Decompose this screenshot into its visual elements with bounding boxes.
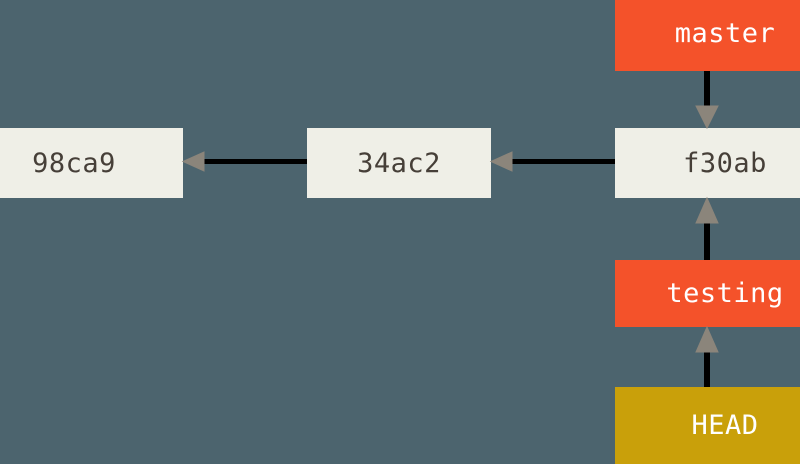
- branch-node-testing[interactable]: testing: [615, 260, 800, 327]
- arrow-f30ab-to-34ac2-icon: [489, 151, 615, 172]
- arrow-testing-to-f30ab-icon: [695, 196, 719, 260]
- arrow-head-to-testing-icon: [695, 325, 719, 387]
- branch-node-master[interactable]: master: [615, 0, 800, 71]
- commit-node-34ac2[interactable]: 34ac2: [307, 128, 491, 198]
- head-label: HEAD: [691, 410, 759, 441]
- commit-label: 98ca9: [32, 147, 116, 179]
- commit-node-98ca9[interactable]: 98ca9: [0, 128, 183, 198]
- commit-node-f30ab[interactable]: f30ab: [615, 128, 800, 198]
- head-pointer-node[interactable]: HEAD: [615, 387, 800, 464]
- arrow-34ac2-to-98ca9-icon: [181, 151, 307, 172]
- commit-label: f30ab: [683, 147, 767, 179]
- branch-label: testing: [666, 278, 784, 309]
- arrow-master-to-f30ab-icon: [695, 71, 719, 130]
- commit-label: 34ac2: [357, 147, 441, 179]
- branch-label: master: [674, 18, 776, 49]
